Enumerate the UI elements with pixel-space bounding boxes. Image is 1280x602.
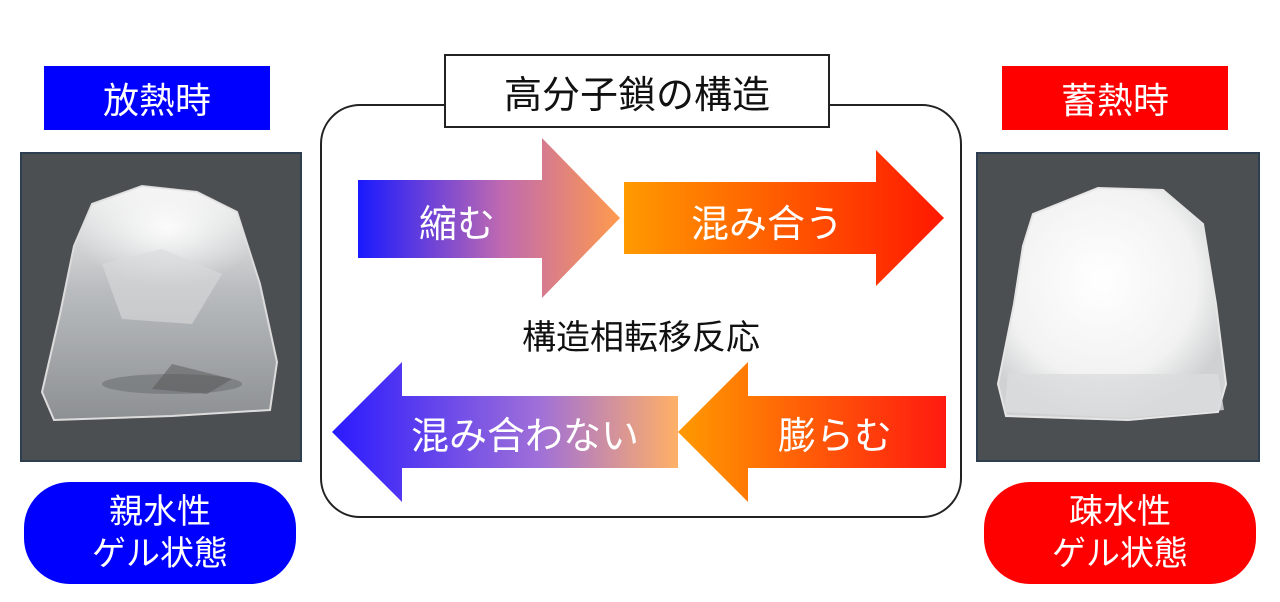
right-hydrophobic-gel-badge: 疎水性 ゲル状態: [984, 482, 1256, 584]
arrow-mix-label: 混み合う: [690, 201, 843, 246]
white-gel-image: [996, 186, 1228, 422]
structural-phase-transition-label: 構造相転移反応: [522, 317, 760, 358]
arrow-mix: [624, 150, 944, 286]
left-heat-release-label: 放熱時: [44, 66, 270, 130]
left-state-line1: 親水性: [109, 492, 211, 532]
right-photo-frame: [976, 152, 1260, 462]
arrow-expand: [678, 362, 946, 502]
left-photo-frame: [20, 152, 302, 462]
reaction-arrows: [332, 138, 946, 502]
arrow-unmix-label: 混み合わない: [410, 413, 639, 458]
clear-gel-image: [40, 184, 279, 422]
arrow-shrink: [358, 138, 620, 298]
arrow-shrink-label: 縮む: [418, 201, 495, 246]
right-state-line2: ゲル状態: [1052, 534, 1188, 574]
left-hydrophilic-gel-badge: 親水性 ゲル状態: [24, 482, 296, 584]
left-state-line2: ゲル状態: [92, 534, 228, 574]
polymer-structure-title: 高分子鎖の構造: [444, 54, 830, 128]
arrow-unmix: [332, 362, 678, 502]
arrow-expand-label: 膨らむ: [777, 413, 892, 458]
right-heat-storage-label: 蓄熱時: [1002, 66, 1228, 130]
right-state-line1: 疎水性: [1069, 492, 1171, 532]
